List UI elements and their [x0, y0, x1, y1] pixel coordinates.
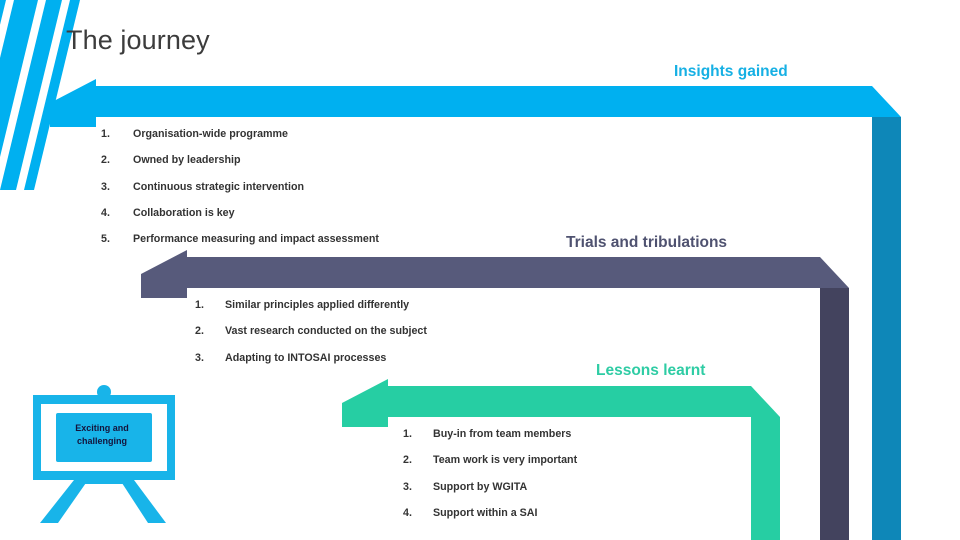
- list-number: 2.: [101, 154, 110, 167]
- arrow-fold-lessons: [751, 386, 780, 417]
- arrow-leg-lessons: [751, 417, 780, 540]
- list-number: 2.: [403, 454, 412, 467]
- arrow-bar-trials: [187, 257, 820, 288]
- band-heading-lessons: Lessons learnt: [596, 362, 706, 379]
- arrow-head-insights: [50, 79, 96, 127]
- list-trials-and-tribulations: 1. Similar principles applied differentl…: [195, 299, 427, 378]
- arrow-leg-trials: [820, 288, 849, 540]
- list-item-label: Owned by leadership: [133, 154, 241, 167]
- list-item-label: Buy-in from team members: [433, 428, 572, 440]
- list-item: 2. Vast research conducted on the subjec…: [195, 325, 427, 337]
- list-item-label: Continuous strategic intervention: [133, 180, 305, 193]
- list-number: 5.: [101, 233, 110, 246]
- list-item-label: Support by WGITA: [433, 480, 528, 493]
- arrow-fold-trials: [820, 257, 849, 288]
- list-item: 3. Support by WGITA: [403, 481, 577, 493]
- arrow-bar-insights: [96, 86, 872, 117]
- band-heading-insights: Insights gained: [674, 63, 788, 80]
- list-item-label: Adapting to INTOSAI processes: [225, 351, 387, 364]
- arrow-fold-insights: [872, 86, 901, 117]
- easel-flipchart-icon: [33, 385, 175, 523]
- list-item-label: Vast research conducted on the subject: [225, 325, 427, 338]
- list-item: 1. Similar principles applied differentl…: [195, 299, 427, 311]
- list-insights-gained: 1. Organisation-wide programme 2. Owned …: [101, 128, 379, 259]
- list-item: 1. Buy-in from team members: [403, 428, 577, 440]
- list-item: 4. Support within a SAI: [403, 507, 577, 519]
- list-number: 3.: [195, 351, 204, 364]
- list-item-label: Support within a SAI: [433, 506, 538, 519]
- list-number: 4.: [101, 206, 110, 219]
- arrow-bar-lessons: [388, 386, 751, 417]
- list-lessons-learnt: 1. Buy-in from team members 2. Team work…: [403, 428, 577, 533]
- list-number: 4.: [403, 506, 412, 519]
- list-item: 3. Adapting to INTOSAI processes: [195, 352, 427, 364]
- list-number: 1.: [101, 128, 110, 140]
- list-number: 2.: [195, 325, 204, 338]
- list-item: 3. Continuous strategic intervention: [101, 181, 379, 193]
- list-item: 1. Organisation-wide programme: [101, 128, 379, 140]
- page-title: The journey: [66, 25, 210, 55]
- list-item: 4. Collaboration is key: [101, 207, 379, 219]
- list-item-label: Collaboration is key: [133, 206, 235, 219]
- list-item-label: Performance measuring and impact assessm…: [133, 233, 379, 246]
- band-heading-trials: Trials and tribulations: [566, 234, 728, 251]
- list-item-label: Team work is very important: [433, 454, 578, 467]
- list-item-label: Organisation-wide programme: [133, 128, 288, 140]
- list-number: 3.: [101, 180, 110, 193]
- arrow-head-lessons: [342, 379, 388, 427]
- list-number: 1.: [403, 428, 412, 440]
- list-item: 2. Team work is very important: [403, 454, 577, 466]
- list-item: 2. Owned by leadership: [101, 154, 379, 166]
- list-number: 3.: [403, 480, 412, 493]
- list-item: 5. Performance measuring and impact asse…: [101, 233, 379, 245]
- list-number: 1.: [195, 299, 204, 311]
- arrow-leg-insights: [872, 117, 901, 540]
- list-item-label: Similar principles applied differently: [225, 299, 410, 311]
